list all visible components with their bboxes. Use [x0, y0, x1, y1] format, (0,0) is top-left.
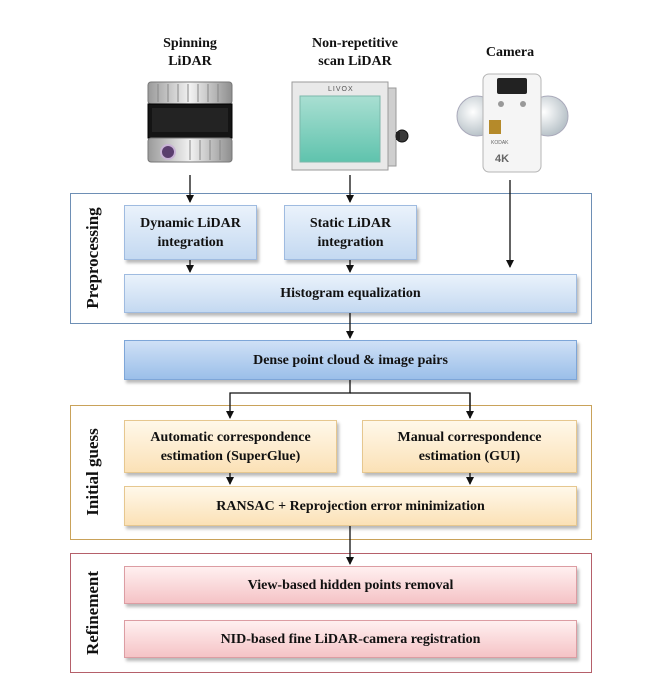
livox-logo-text: LIVOX — [328, 86, 354, 93]
histogram-equalization-box: Histogram equalization — [124, 274, 577, 313]
ransac-box: RANSAC + Reprojection error minimization — [124, 486, 577, 526]
camera-image: KODAK 4K — [456, 73, 569, 173]
nid-registration-box: NID-based fine LiDAR-camera registration — [124, 620, 577, 658]
camera-brand-text: KODAK — [491, 140, 509, 146]
camera-4k-text: 4K — [495, 153, 509, 165]
static-lidar-integration-box: Static LiDAR integration — [284, 205, 417, 260]
spinning-lidar-label: Spinning LiDAR — [163, 36, 217, 69]
view-based-removal-box: View-based hidden points removal — [124, 566, 577, 604]
dense-point-cloud-box: Dense point cloud & image pairs — [124, 340, 577, 380]
initial-guess-group — [70, 405, 592, 540]
automatic-correspondence-box: Automatic correspondence estimation (Sup… — [124, 420, 337, 473]
preprocessing-group — [70, 193, 592, 324]
spinning-lidar-image — [147, 81, 233, 163]
livox-lidar-image: LIVOX — [291, 81, 409, 171]
refinement-group — [70, 553, 592, 673]
nonrep-lidar-label: Non-repetitive scan LiDAR — [311, 36, 399, 69]
camera-label: Camera — [485, 45, 535, 60]
manual-correspondence-box: Manual correspondence estimation (GUI) — [362, 420, 577, 473]
dynamic-lidar-integration-box: Dynamic LiDAR integration — [124, 205, 257, 260]
